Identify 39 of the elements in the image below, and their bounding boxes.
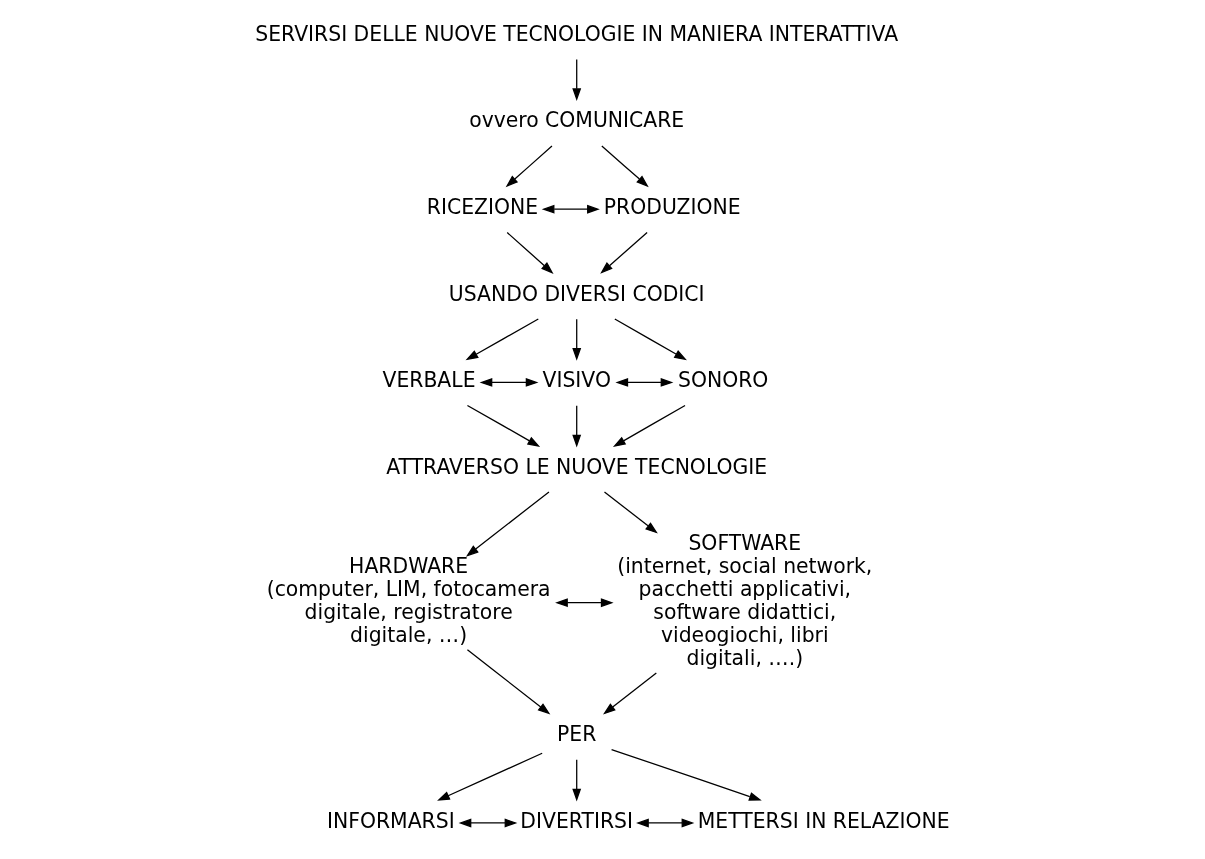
node-text: PRODUZIONE — [603, 195, 741, 220]
arrow — [465, 318, 539, 361]
arrow — [612, 404, 686, 447]
node-text: ATTRAVERSO LE NUOVE TECNOLOGIE — [386, 454, 768, 479]
node-text: METTERSI IN RELAZIONE — [697, 808, 950, 833]
arrow — [458, 818, 518, 828]
node-text: ovvero COMUNICARE — [469, 108, 685, 133]
arrow — [465, 491, 550, 557]
node-text: INFORMARSI — [326, 808, 455, 833]
node-text: VISIVO — [542, 368, 611, 393]
arrow — [610, 748, 762, 801]
node-text: SERVIRSI DELLE NUOVE TECNOLOGIE IN MANIERA INTERATTIVA — [255, 21, 899, 46]
arrow — [466, 404, 541, 447]
arrow — [466, 649, 551, 715]
arrow — [603, 491, 658, 534]
arrow — [572, 318, 582, 361]
arrow — [541, 204, 600, 214]
node-text: SONORO — [677, 368, 769, 393]
arrow — [600, 231, 648, 274]
node-text: USANDO DIVERSI CODICI — [448, 281, 705, 306]
arrow — [479, 377, 539, 387]
arrow — [615, 377, 674, 387]
arrow — [555, 598, 614, 608]
arrow — [614, 318, 687, 361]
arrow — [636, 818, 695, 828]
arrow — [603, 672, 657, 715]
arrow — [505, 145, 553, 188]
node-text: RICEZIONE — [426, 195, 539, 220]
node-text: HARDWARE (computer, LIM, fotocamera digitale, registratore digitale, …) — [266, 554, 551, 647]
node-text: VERBALE — [382, 368, 476, 393]
node-text: DIVERTIRSI — [520, 808, 634, 833]
node-text: PER — [557, 722, 597, 747]
arrow — [601, 145, 649, 188]
arrow — [437, 752, 543, 801]
arrow — [506, 231, 554, 274]
arrow — [572, 759, 582, 802]
arrow — [572, 58, 582, 102]
arrow — [572, 405, 582, 448]
node-text: SOFTWARE (internet, social network, pacchetti applicativi, software didattici, videogiochi, libri digitali, ….) — [617, 531, 873, 670]
